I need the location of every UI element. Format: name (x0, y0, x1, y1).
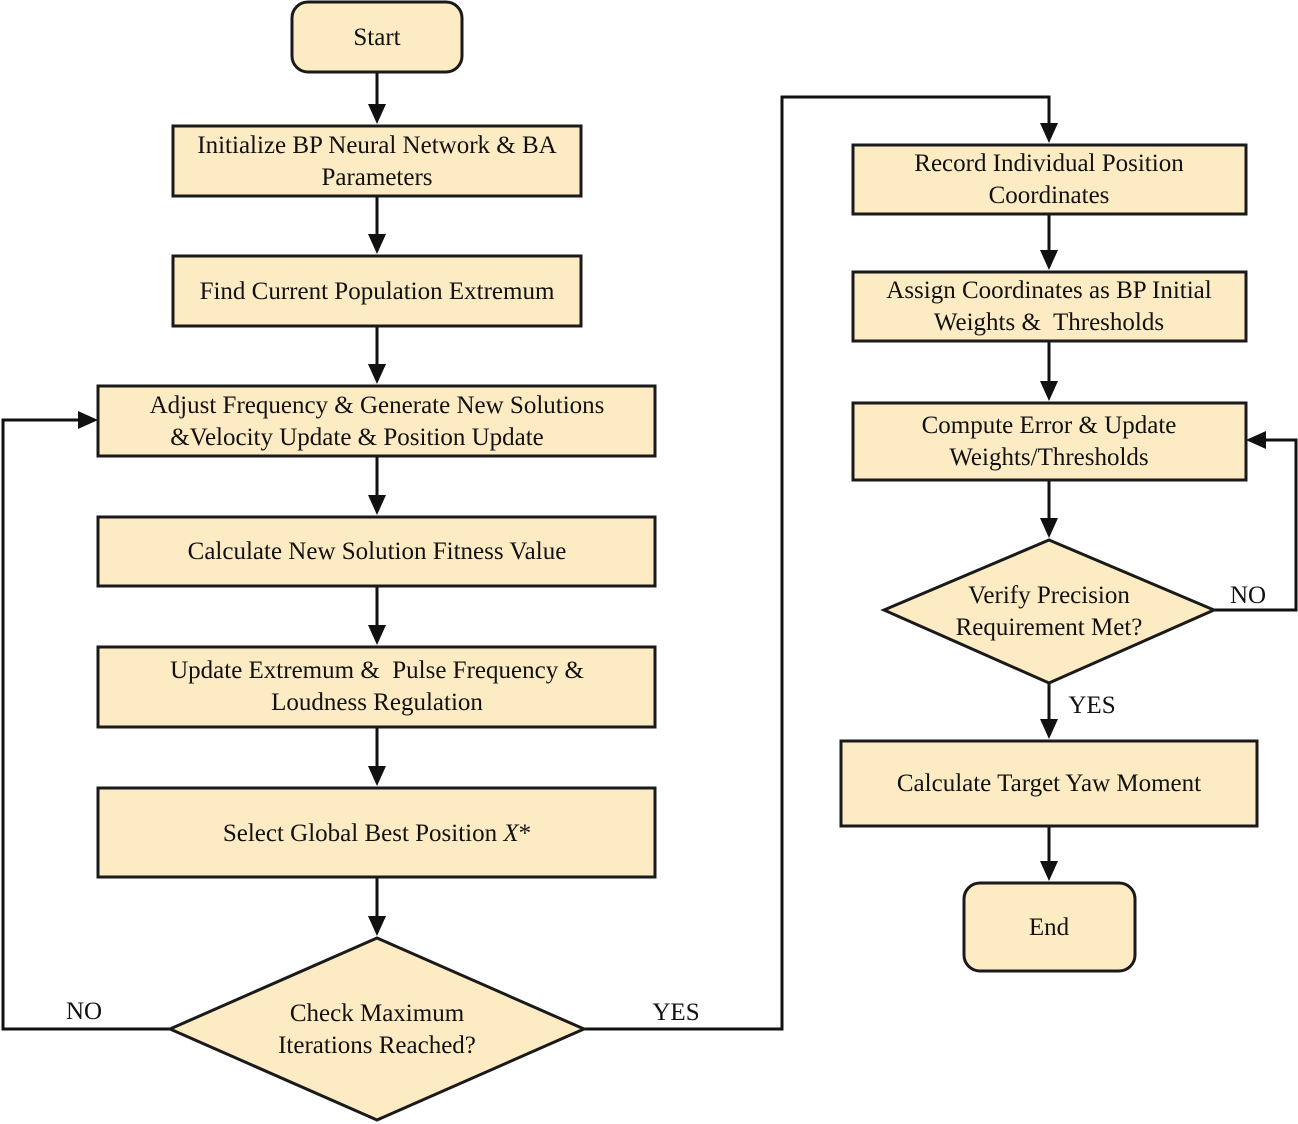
calc-fitness-label: Calculate New Solution Fitness Value (188, 538, 567, 565)
connector-assign-to-compute (1040, 341, 1058, 401)
check-max-iterations-decision: Check Maximum Iterations Reached? (166, 936, 588, 1122)
select-global-label-text: Select Global Best Position (223, 820, 504, 847)
compute-error-label-line1: Compute Error & Update (922, 412, 1177, 439)
verify-precision-label-line1: Verify Precision (968, 582, 1130, 609)
end-label: End (1029, 914, 1070, 941)
connector-record-to-assign (1040, 214, 1058, 270)
connector-check-no-loop (1, 411, 170, 1031)
update-extremum-label-line2: Loudness Regulation (271, 689, 483, 716)
verify-precision-decision: Verify Precision Requirement Met? (880, 538, 1218, 685)
connector-find-to-adjust (368, 326, 386, 384)
record-position-node: Record Individual Position Coordinates (851, 143, 1248, 216)
assign-coords-label-line1: Assign Coordinates as BP Initial (886, 277, 1212, 304)
adjust-frequency-label-line2: &Velocity Update & Position Update (170, 424, 544, 451)
initialize-label-line1: Initialize BP Neural Network & BA (197, 132, 556, 159)
check-max-label-line2: Iterations Reached? (278, 1032, 476, 1059)
record-position-label-line2: Coordinates (989, 182, 1110, 209)
connector-yaw-to-end (1040, 826, 1058, 881)
connector-fitness-to-update (368, 586, 386, 645)
connector-verify-no-loop (1214, 431, 1298, 612)
select-global-node: Select Global Best Position X* (96, 786, 657, 879)
calc-yaw-label: Calculate Target Yaw Moment (897, 770, 1201, 797)
connector-update-to-select (368, 727, 386, 786)
update-extremum-node: Update Extremum & Pulse Frequency & Loud… (96, 645, 657, 729)
connector-start-to-initialize (368, 72, 386, 124)
connector-check-yes-to-record (584, 95, 1058, 1031)
connector-initialize-to-find (368, 196, 386, 254)
calc-fitness-node: Calculate New Solution Fitness Value (96, 515, 657, 588)
record-position-label-line1: Record Individual Position (914, 150, 1184, 177)
initialize-node: Initialize BP Neural Network & BA Parame… (171, 124, 583, 198)
assign-coords-label-line2: Weights & Thresholds (934, 309, 1164, 336)
select-global-label-suffix: * (519, 820, 532, 847)
compute-error-label-line2: Weights/Thresholds (949, 444, 1148, 471)
verify-no-label: NO (1230, 582, 1266, 609)
calc-yaw-node: Calculate Target Yaw Moment (839, 739, 1259, 828)
connector-adjust-to-fitness (368, 456, 386, 515)
verify-precision-label-line2: Requirement Met? (956, 614, 1143, 641)
select-global-label: Select Global Best Position X* (223, 820, 531, 847)
connector-compute-to-verify (1040, 480, 1058, 538)
adjust-frequency-label-line1: Adjust Frequency & Generate New Solution… (150, 392, 605, 419)
find-extremum-label: Find Current Population Extremum (200, 278, 555, 305)
check-max-label-line1: Check Maximum (290, 1000, 465, 1027)
check-yes-label: YES (652, 999, 699, 1026)
adjust-frequency-node: Adjust Frequency & Generate New Solution… (96, 384, 657, 458)
start-label: Start (353, 24, 400, 51)
end-node: End (962, 881, 1137, 973)
check-no-label: NO (66, 998, 102, 1025)
update-extremum-label-line1: Update Extremum & Pulse Frequency & (170, 657, 584, 684)
initialize-label-line2: Parameters (321, 164, 432, 191)
compute-error-node: Compute Error & Update Weights/Threshold… (851, 401, 1248, 482)
start-node: Start (290, 0, 464, 74)
connector-verify-yes-to-yaw (1040, 683, 1058, 739)
connector-select-to-check (368, 877, 386, 936)
assign-coords-node: Assign Coordinates as BP Initial Weights… (851, 270, 1248, 343)
select-global-label-var: X (502, 820, 520, 847)
verify-yes-label: YES (1068, 692, 1115, 719)
find-extremum-node: Find Current Population Extremum (171, 254, 583, 328)
